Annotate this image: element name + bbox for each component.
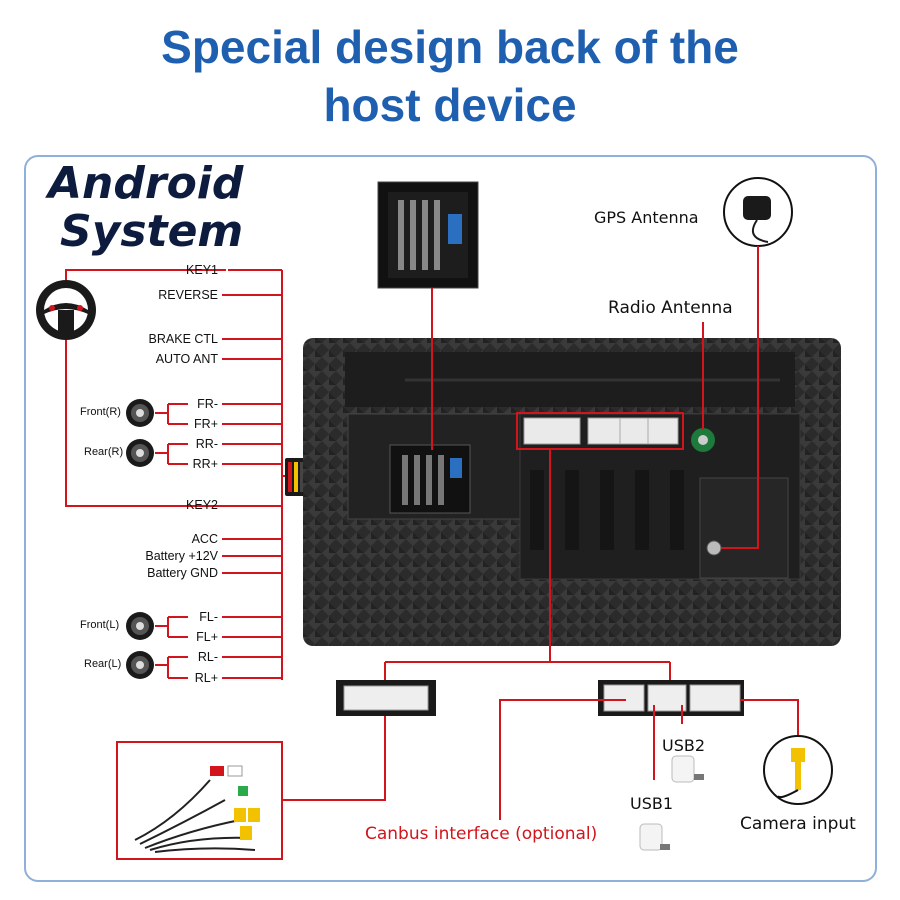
speaker-label-rear-l: Rear(L) (84, 658, 122, 670)
gps-jack (706, 540, 722, 556)
android-system-heading: Android System (48, 160, 243, 256)
steering-wires (65, 269, 226, 507)
camera-input-icon (763, 735, 833, 805)
usb2-plug-icon (671, 755, 704, 783)
speaker-label-front-l: Front(L) (80, 619, 120, 631)
callout-gps-antenna: GPS Antenna (594, 208, 699, 227)
callout-radio-antenna: Radio Antenna (608, 298, 733, 318)
page-title: Special design back of the host device (0, 18, 900, 134)
speaker-front-r-icon (126, 399, 154, 427)
speaker-label-rear-r: Rear(R) (84, 446, 124, 458)
iso-connector-device (389, 444, 471, 514)
callout-canbus: Canbus interface (optional) (365, 824, 598, 844)
steering-wheel-icon (36, 280, 96, 340)
wire-label-fl-minus: FL- (199, 610, 218, 624)
harness-bundle-image (116, 741, 283, 860)
wire-label-rl-plus: RL+ (194, 671, 218, 685)
wire-label-battery-12v: Battery +12V (145, 549, 218, 563)
speaker-rear-r-icon (126, 439, 154, 467)
callout-camera-input: Camera input (740, 814, 856, 834)
wire-label-key2: KEY2 (186, 498, 218, 512)
wire-label-fr-plus: FR+ (194, 417, 218, 431)
wire-label-reverse: REVERSE (158, 288, 218, 302)
wire-label-rr-plus: RR+ (192, 457, 218, 471)
speaker-rear-l-icon (126, 651, 154, 679)
page-title-line1: Special design back of the (161, 21, 739, 73)
callout-usb2: USB2 (662, 736, 706, 755)
wire-label-battery-gnd: Battery GND (147, 566, 218, 580)
wire-bus (155, 269, 420, 680)
android-line1: Android (48, 158, 244, 209)
harness-connector-right (598, 680, 744, 716)
head-unit-back (303, 338, 841, 646)
iso-connector-detail (377, 181, 479, 289)
output-lines (282, 699, 799, 820)
callout-usb1: USB1 (630, 794, 674, 813)
radio-antenna-jack (691, 428, 715, 452)
aux-connectors-device (516, 412, 684, 450)
speaker-front-l-icon (126, 612, 154, 640)
wire-label-auto-ant: AUTO ANT (155, 352, 218, 366)
android-line2: System (60, 206, 244, 257)
usb1-plug-icon (639, 823, 670, 851)
wire-label-fr-minus: FR- (197, 397, 218, 411)
wire-label-acc: ACC (191, 532, 218, 546)
gps-antenna-icon (723, 177, 793, 247)
wire-label-rl-minus: RL- (197, 650, 218, 664)
speaker-label-front-r: Front(R) (80, 406, 121, 418)
harness-plug-icon (285, 458, 307, 496)
connector-feed-lines (384, 448, 671, 682)
gps-antenna-line (718, 246, 759, 549)
wire-label-key1: KEY1 (186, 263, 218, 277)
wire-label-rr-minus: RR- (195, 437, 218, 451)
page-title-line2: host device (323, 79, 577, 131)
wire-label-fl-plus: FL+ (196, 630, 218, 644)
harness-connector-left (336, 680, 436, 716)
wire-label-brake-ctl: BRAKE CTL (148, 332, 218, 346)
